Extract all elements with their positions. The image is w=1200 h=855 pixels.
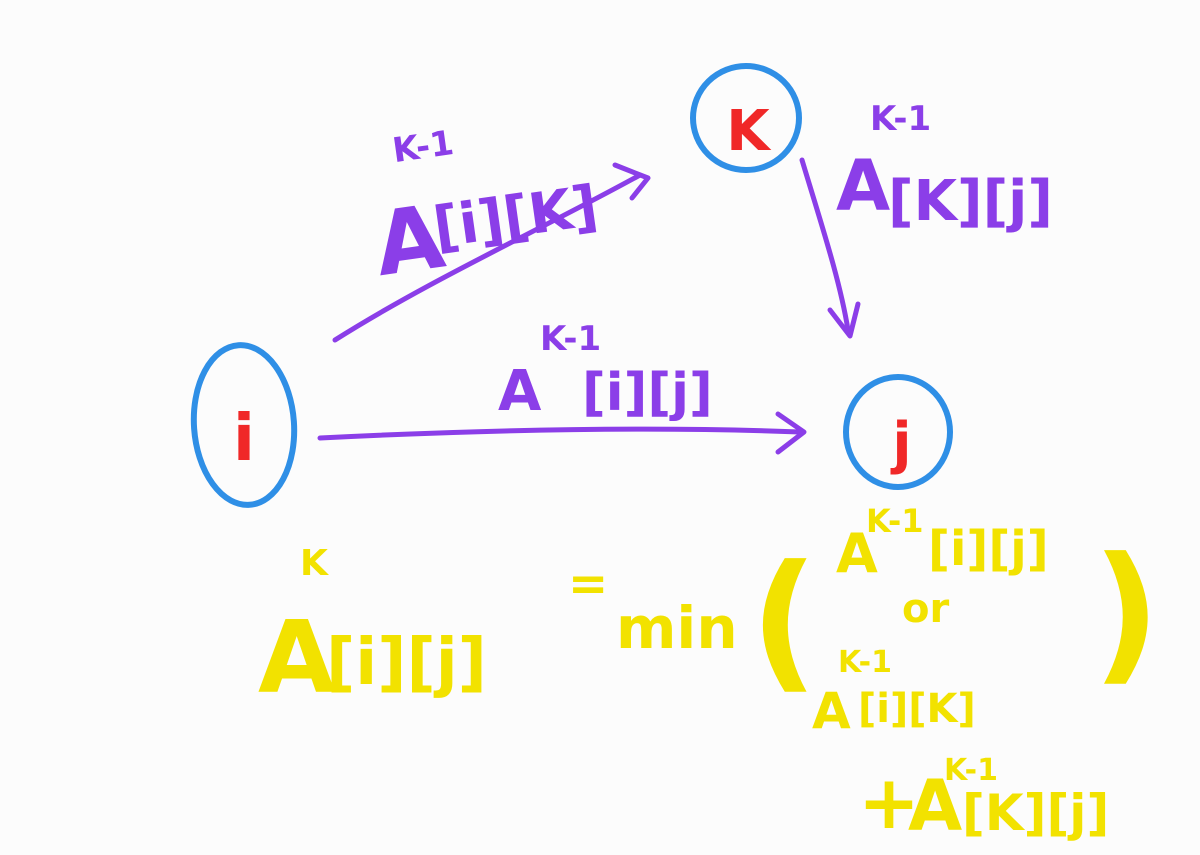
formula-lhs-indices: [i][j] [326, 626, 487, 700]
formula-option3-base: A [908, 765, 962, 847]
edge-label-i-to-k-superscript: K-1 [390, 123, 456, 171]
edge-k-to-j-arrowhead [827, 301, 861, 339]
formula-option2-superscript: K-1 [838, 645, 892, 680]
node-k: K [690, 63, 802, 173]
node-i-label: i [233, 402, 255, 476]
formula-equals: = [568, 556, 608, 612]
edge-label-i-to-j-indices: [i][j] [582, 363, 713, 423]
edge-label-i-to-j-base: A [498, 359, 542, 424]
formula-plus: + [858, 760, 920, 846]
formula-lhs-superscript: K [300, 543, 329, 584]
formula-option1-base: A [836, 522, 878, 585]
edge-i-to-j [317, 411, 807, 455]
formula-close-paren: ) [1092, 526, 1161, 700]
formula-option1-indices: [i][j] [928, 521, 1049, 577]
formula-open-paren: ( [750, 534, 819, 708]
formula-option2-indices: [i][K] [858, 686, 976, 732]
edge-i-to-k-line [332, 172, 643, 343]
formula-option2-base: A [812, 682, 851, 740]
node-k-label: K [726, 99, 772, 164]
edge-label-i-to-j: K-1 A [i][j] [498, 319, 713, 424]
edge-label-k-to-j-superscript: K-1 [870, 99, 931, 139]
node-i: i [190, 342, 298, 508]
recurrence-formula: K A [i][j] = min ( K-1 A [i][j] or K-1 A… [258, 502, 1161, 847]
edge-i-to-j-line [317, 426, 803, 441]
node-i-circle [190, 342, 298, 508]
edge-label-k-to-j: K-1 A [K][j] [836, 99, 1053, 234]
formula-or: or [902, 586, 949, 632]
edge-label-k-to-j-indices: [K][j] [888, 169, 1053, 234]
edge-label-i-to-k-base: A [369, 185, 451, 296]
edge-label-i-to-k-indices: [i][K] [429, 174, 601, 261]
edge-label-i-to-j-superscript: K-1 [540, 319, 601, 359]
edge-k-to-j [799, 157, 861, 339]
formula-lhs-base: A [258, 599, 335, 716]
node-j-label: j [890, 411, 911, 476]
edge-i-to-k [332, 162, 651, 343]
formula-option3-superscript: K-1 [944, 753, 998, 788]
edge-i-to-j-arrowhead [775, 411, 807, 455]
formula-option1-superscript: K-1 [866, 502, 924, 540]
node-j-circle [843, 374, 953, 490]
edge-i-to-k-arrowhead [612, 162, 651, 201]
formula-option3-indices: [K][j] [962, 784, 1109, 842]
edge-label-i-to-k: K-1 A [i][K] [369, 123, 602, 296]
node-j: j [843, 374, 953, 490]
node-k-circle [690, 63, 802, 173]
formula-min: min [616, 594, 738, 662]
edge-label-k-to-j-base: A [836, 145, 890, 227]
edge-k-to-j-line [799, 157, 851, 333]
